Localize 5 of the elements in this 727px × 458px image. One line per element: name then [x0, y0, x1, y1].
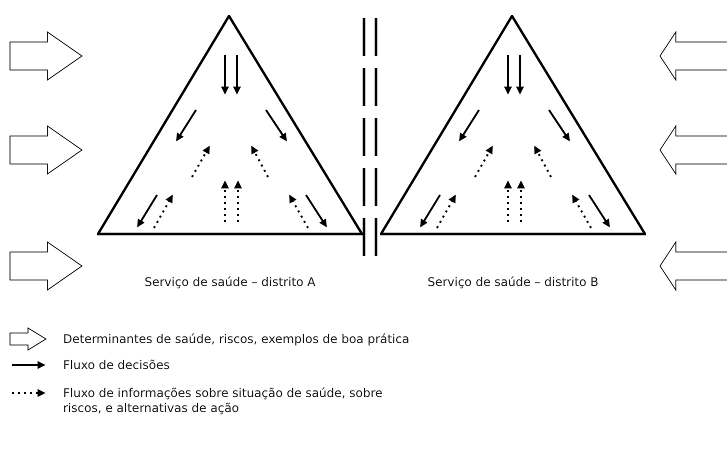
legend-text: Determinantes de saúde, riscos, exemplos de boa prática: [63, 332, 410, 347]
district-label: Serviço de saúde – distrito A: [143, 275, 317, 289]
legend-text: Fluxo de informações sobre situação de saúde, sobre riscos, e alternativas de ação: [63, 386, 383, 416]
district-label: Serviço de saúde – distrito B: [426, 275, 600, 289]
legend-text: Fluxo de decisões: [63, 358, 171, 373]
